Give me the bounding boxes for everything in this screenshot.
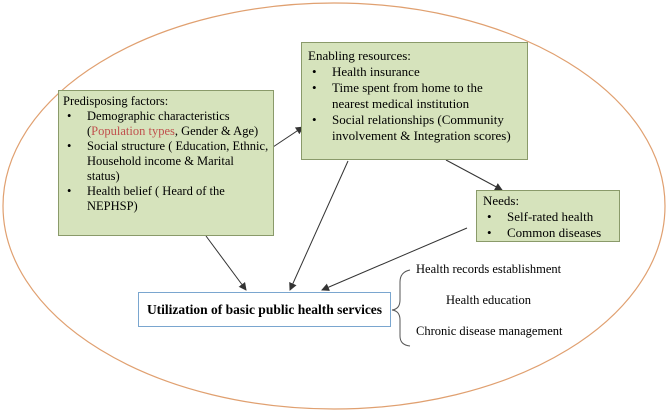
enabling-item-social-relationships: Social relationships (Community involvem… bbox=[308, 112, 521, 144]
demographic-rest: , Gender & Age) bbox=[174, 124, 259, 138]
needs-box: Needs: Self-rated health Common diseases bbox=[476, 190, 620, 242]
arrow-needs-to-utilization bbox=[321, 227, 468, 291]
predisposing-item-social-structure: Social structure ( Education, Ethnic, Ho… bbox=[63, 139, 269, 184]
demographic-label: Demographic characteristics ( bbox=[87, 109, 230, 138]
needs-item-common-diseases: Common diseases bbox=[483, 225, 613, 241]
needs-title: Needs: bbox=[483, 193, 520, 208]
needs-item-self-rated-health: Self-rated health bbox=[483, 209, 613, 225]
arrow-predisposing-to-utilization bbox=[205, 235, 247, 291]
predisposing-list: Demographic characteristics (Population … bbox=[63, 109, 269, 214]
enabling-list: Health insurance Time spent from home to… bbox=[308, 64, 521, 144]
utilization-box: Utilization of basic public health servi… bbox=[138, 292, 391, 327]
predisposing-title: Predisposing factors: bbox=[63, 94, 169, 108]
population-types-highlight: Population types bbox=[91, 124, 175, 138]
enabling-resources-box: Enabling resources: Health insurance Tim… bbox=[301, 42, 528, 160]
service-health-records: Health records establishment bbox=[416, 262, 562, 276]
predisposing-item-demographic: Demographic characteristics (Population … bbox=[63, 109, 269, 139]
enabling-item-insurance: Health insurance bbox=[308, 64, 521, 80]
service-health-education: Health education bbox=[446, 293, 532, 307]
predisposing-item-health-belief: Health belief ( Heard of the NEPHSP) bbox=[63, 184, 269, 214]
predisposing-factors-box: Predisposing factors: Demographic charac… bbox=[58, 90, 274, 236]
service-chronic-disease-management: Chronic disease management bbox=[416, 324, 563, 338]
needs-list: Self-rated health Common diseases bbox=[483, 209, 613, 241]
services-bracket bbox=[391, 269, 411, 347]
arrow-enabling-to-utilization bbox=[289, 160, 349, 291]
enabling-title: Enabling resources: bbox=[308, 48, 411, 63]
arrow-enabling-to-needs bbox=[445, 159, 503, 191]
enabling-item-travel-time: Time spent from home to the nearest medi… bbox=[308, 80, 521, 112]
